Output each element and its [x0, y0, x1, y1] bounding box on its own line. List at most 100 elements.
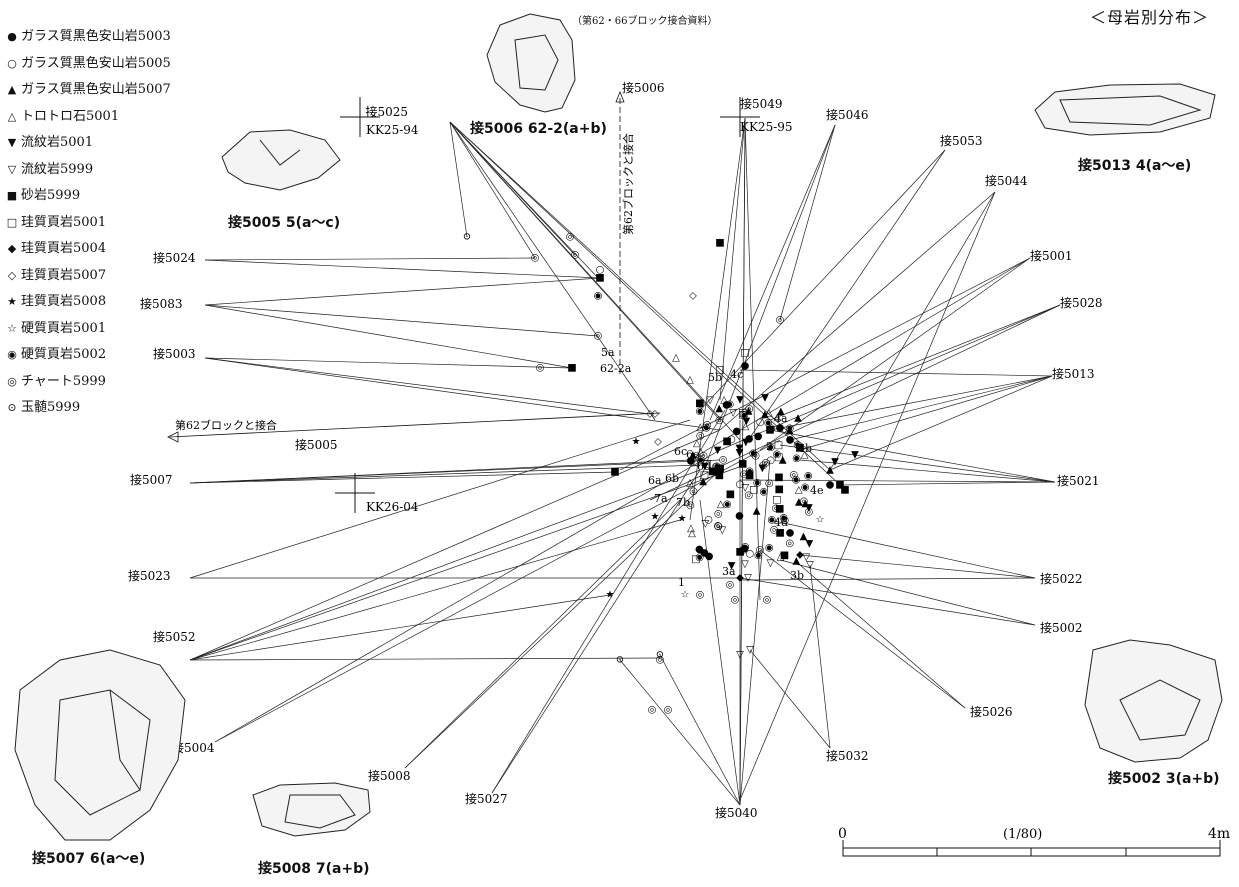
artifact-point: ▽ [701, 518, 709, 529]
join-line [759, 549, 966, 709]
join-line [769, 429, 1056, 483]
artifact-point: ◉ [765, 542, 774, 553]
artifact-point: ● [700, 547, 709, 558]
artifact-point: ◎ [780, 515, 789, 526]
artifact-point: ● [741, 361, 750, 372]
artifact-point: ■ [715, 238, 724, 249]
join-label: 接5005 [295, 437, 338, 452]
join-line [744, 117, 761, 601]
artifact-point: ▽ [806, 560, 814, 571]
artifact-point: ● [745, 434, 754, 445]
join-line [204, 357, 573, 369]
point-label: 4c [730, 368, 743, 381]
join-line [449, 121, 601, 281]
artifact-point: ● [735, 510, 744, 521]
artifact-point: △ [693, 438, 701, 449]
legend-item: ⊙玉髄5999 [6, 395, 171, 422]
join-line [189, 594, 611, 661]
artifact-point: ● [705, 551, 714, 562]
point-label: 6c [674, 445, 687, 458]
artifact-point: ★ [606, 590, 615, 601]
join-line [189, 469, 701, 661]
join-line [809, 564, 831, 749]
legend-symbol: ○ [7, 56, 17, 70]
join-line [739, 459, 771, 806]
artifact-point: ▲ [779, 454, 787, 465]
artifact-point: ○ [766, 455, 775, 466]
legend-symbol: ◆ [7, 242, 17, 255]
artifact-point: ▼ [742, 437, 750, 448]
artifact-point: ▼ [742, 416, 750, 427]
artifact-point: ◎ [594, 331, 603, 342]
artifact-point: △ [692, 457, 700, 468]
artifact-point: ⊙ [616, 655, 624, 666]
artifact-point: ■ [735, 547, 744, 558]
legend-item: ★珪質頁岩5008 [6, 289, 171, 316]
legend-item: ◆珪質頁岩5004 [6, 236, 171, 263]
artifact-point: ▼ [736, 395, 744, 406]
point-label: 6a [648, 474, 662, 487]
artifact-point: ◎ [731, 595, 740, 606]
artifact-point: ◎ [726, 580, 735, 591]
legend-label: 硬質頁岩5002 [21, 347, 107, 362]
artifact-point: □ [738, 410, 747, 421]
artifact-point: ◉ [792, 453, 801, 464]
artifact-point: ○ [746, 549, 755, 560]
join-line [699, 124, 836, 481]
scale-end: 4m [1208, 826, 1230, 842]
legend-item: ▽流紋岩5999 [6, 157, 171, 184]
join-line [719, 191, 996, 431]
artifact-point: △ [801, 450, 809, 461]
join-label: 接5083 [140, 296, 183, 311]
artifact-point: ▽ [741, 559, 749, 570]
artifact-point: ◇ [646, 409, 654, 420]
artifact-point: □ [702, 459, 711, 470]
artifact-5013-drawing [1034, 83, 1216, 136]
legend-label: ガラス質黒色安山岩5003 [21, 29, 171, 44]
artifact-point: □ [740, 348, 749, 359]
artifact-point: ■ [715, 463, 724, 474]
artifact-5008-drawing [252, 782, 371, 837]
join-line [204, 304, 599, 337]
legend-item: ◉硬質頁岩5002 [6, 342, 171, 369]
artifact-point: ◉ [695, 552, 704, 563]
join-line [799, 459, 1056, 483]
artifact-point: ▽ [729, 408, 737, 419]
artifact-point: ◎ [536, 363, 545, 374]
caption-5005: 接5005 5(a〜c) [228, 215, 341, 231]
artifact-point: ▲ [826, 465, 834, 476]
artifact-point: ⊙ [463, 232, 471, 243]
legend-item: ○ガラス質黒色安山岩5005 [6, 51, 171, 78]
join-label: 接5004 [172, 740, 215, 755]
artifact-point: ◉ [767, 423, 776, 434]
join-line [204, 304, 573, 369]
artifact-point: ☆ [816, 515, 825, 526]
artifact-point: ● [695, 544, 704, 555]
join-line [204, 259, 601, 279]
join-line [739, 577, 1036, 581]
join-line [709, 124, 836, 421]
artifact-point: ▲ [753, 505, 761, 516]
artifact-5005-drawing [221, 129, 341, 191]
block62-left-arrow-line [169, 412, 661, 438]
join-line [449, 121, 536, 259]
artifact-point: △ [688, 528, 696, 539]
scale-bar [842, 840, 1221, 857]
artifact-point: □ [700, 470, 709, 481]
artifact-point: ◎ [770, 525, 779, 536]
join-label: 接5026 [970, 704, 1013, 719]
join-label: 接5013 [1052, 366, 1095, 381]
artifact-point: ○ [756, 417, 765, 428]
artifact-point: ▼ [736, 448, 744, 459]
join-line [799, 375, 1053, 451]
legend-label: 硬質頁岩5001 [21, 320, 107, 336]
join-line [739, 369, 1053, 377]
artifact-point: ◆ [796, 550, 804, 561]
join-line [189, 464, 746, 661]
artifact-point: ■ [708, 466, 717, 477]
artifact-point: ○ [727, 434, 736, 445]
join-label: 接5025 [365, 104, 408, 119]
artifact-point: ◉ [696, 454, 705, 465]
artifact-point: ◉ [753, 477, 762, 488]
point-label: 3a [722, 565, 736, 578]
